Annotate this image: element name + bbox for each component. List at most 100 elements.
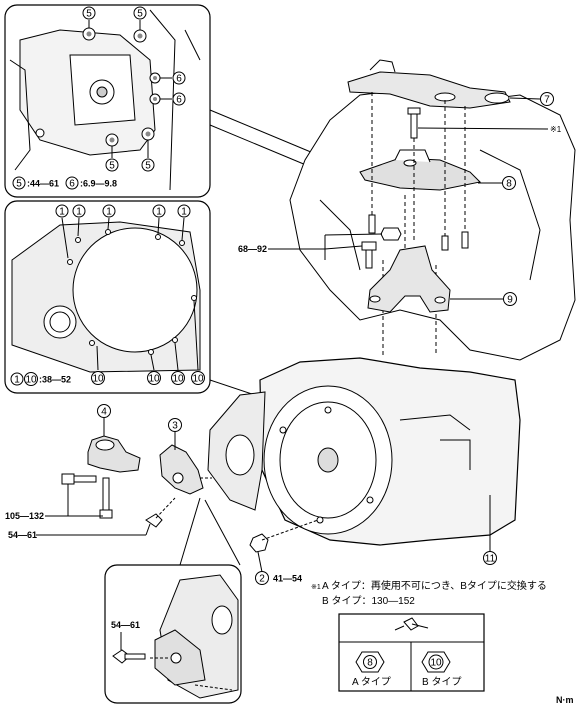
callout-5-c: 5 <box>105 146 119 172</box>
svg-text:4: 4 <box>101 407 107 418</box>
svg-text::44—61: :44—61 <box>27 179 59 189</box>
callout-1-e: 1 <box>177 204 191 241</box>
svg-text:10: 10 <box>172 374 184 385</box>
unit-label: N·m <box>556 695 574 705</box>
svg-text:5: 5 <box>86 9 92 20</box>
callout-2: 2 41—54 <box>255 551 302 585</box>
svg-text:1: 1 <box>76 207 82 218</box>
svg-text::38—52: :38—52 <box>39 375 71 385</box>
svg-text:1: 1 <box>59 207 65 218</box>
svg-text:3: 3 <box>172 421 178 432</box>
svg-text:10: 10 <box>25 375 37 386</box>
callout-7: 7 <box>509 92 554 106</box>
svg-text:6: 6 <box>176 74 182 85</box>
callout-11: 11 <box>483 495 497 565</box>
callout-1-b: 1 <box>72 204 86 237</box>
svg-text:8: 8 <box>367 658 373 669</box>
inset-pointer-bottom-b <box>204 499 241 566</box>
mount-bracket-lower <box>367 245 451 313</box>
transaxle-body <box>207 357 521 546</box>
bolt-54-61-bottom <box>112 649 146 664</box>
callout-9: 9 <box>450 292 517 306</box>
bolt-6-upper <box>149 72 161 84</box>
svg-text:A タイプ：再使用不可につき、Bタイプに交換する: A タイプ：再使用不可につき、Bタイプに交換する <box>322 579 547 592</box>
type-a-label: A タイプ <box>352 676 391 688</box>
svg-text:5: 5 <box>109 161 115 172</box>
torque-legend-5-6: 5 :44—61 6 :6.9—9.8 <box>12 176 117 190</box>
type-a-nut: 8 A タイプ <box>352 651 391 688</box>
marker-star-1-diagram: ※1 <box>550 125 562 134</box>
callout-8: 8 <box>478 176 516 190</box>
svg-text:54—61: 54—61 <box>111 620 140 630</box>
inset-bottom <box>104 564 242 704</box>
svg-text:2: 2 <box>259 574 265 585</box>
bolt-54-61 <box>145 497 176 528</box>
note-star-1: ※1 A タイプ：再使用不可につき、Bタイプに交換する B タイプ：130—15… <box>311 579 547 607</box>
svg-text:41—54: 41—54 <box>273 574 302 584</box>
svg-text:1: 1 <box>156 207 162 218</box>
callout-1-c: 1 <box>102 204 116 230</box>
bolt-holes-mid-inset <box>67 229 197 355</box>
bolt-105-132-b <box>99 477 113 519</box>
bolt-105-132-a <box>61 473 97 485</box>
svg-text:5: 5 <box>16 179 22 190</box>
bolt-5-top-left <box>82 27 96 41</box>
svg-text:10: 10 <box>92 374 104 385</box>
inset-pointer-mid <box>209 379 256 396</box>
svg-text:7: 7 <box>544 95 550 106</box>
svg-text:11: 11 <box>485 554 496 565</box>
bolt-5-top-right <box>133 29 147 43</box>
mount-bracket-side <box>159 444 204 495</box>
torque-label-54-61-a: 54—61 <box>8 523 151 540</box>
torque-label-105-132: 105—132 <box>5 484 103 521</box>
svg-text:68—92: 68—92 <box>238 244 267 254</box>
torque-label-54-61-b: 54—61 <box>111 620 140 650</box>
torque-legend-1-10: 1 10 :38—52 <box>10 372 71 386</box>
bolt-5-bottom-left <box>105 133 119 147</box>
torque-label-68-92: 68—92 <box>238 233 383 260</box>
svg-text:6: 6 <box>176 95 182 106</box>
svg-text:※1: ※1 <box>311 584 321 591</box>
bolt-6-lower <box>149 93 161 105</box>
svg-text:10: 10 <box>148 374 160 385</box>
type-b-nut: 10 B タイプ <box>421 651 461 688</box>
svg-text::6.9—9.8: :6.9—9.8 <box>80 179 117 189</box>
callout-5-d: 5 <box>141 140 155 172</box>
callout-6-b: 6 <box>160 92 186 106</box>
callout-10-d: 10 <box>191 300 205 385</box>
callout-10-a: 10 <box>91 345 105 385</box>
nut-68-92-a <box>380 227 402 241</box>
inset-pointer-bottom-a <box>179 497 201 566</box>
callout-5-a: 5 <box>82 6 96 28</box>
svg-text:5: 5 <box>145 161 151 172</box>
svg-text:105—132: 105—132 <box>5 511 44 521</box>
engine-mount-rubber <box>359 149 482 191</box>
svg-text:B タイプ：130—152: B タイプ：130—152 <box>322 595 415 607</box>
type-b-label: B タイプ <box>422 676 461 688</box>
studs <box>368 214 469 251</box>
callout-5-b: 5 <box>133 6 147 30</box>
callout-6-a: 6 <box>160 71 186 85</box>
callout-3: 3 <box>168 418 182 450</box>
callout-1-a: 1 <box>55 204 69 259</box>
left-mount <box>87 435 141 473</box>
svg-text:1: 1 <box>181 207 187 218</box>
callout-10-b: 10 <box>147 354 161 385</box>
nut-2 <box>249 519 319 553</box>
svg-text:10: 10 <box>192 374 204 385</box>
svg-text:54—61: 54—61 <box>8 530 37 540</box>
svg-text:1: 1 <box>106 207 112 218</box>
callout-1-d: 1 <box>152 204 166 235</box>
callout-10-c: 10 <box>171 342 185 385</box>
callout-4: 4 <box>97 404 111 436</box>
svg-text:1: 1 <box>14 375 20 386</box>
svg-text:8: 8 <box>506 179 512 190</box>
mount-bracket-upper <box>347 59 511 109</box>
svg-text:9: 9 <box>507 295 513 306</box>
svg-text:5: 5 <box>137 9 143 20</box>
bolt-5-bottom-right <box>141 127 155 141</box>
svg-text:6: 6 <box>69 179 75 190</box>
inset-mid-left <box>4 200 211 394</box>
svg-text:10: 10 <box>430 658 442 669</box>
